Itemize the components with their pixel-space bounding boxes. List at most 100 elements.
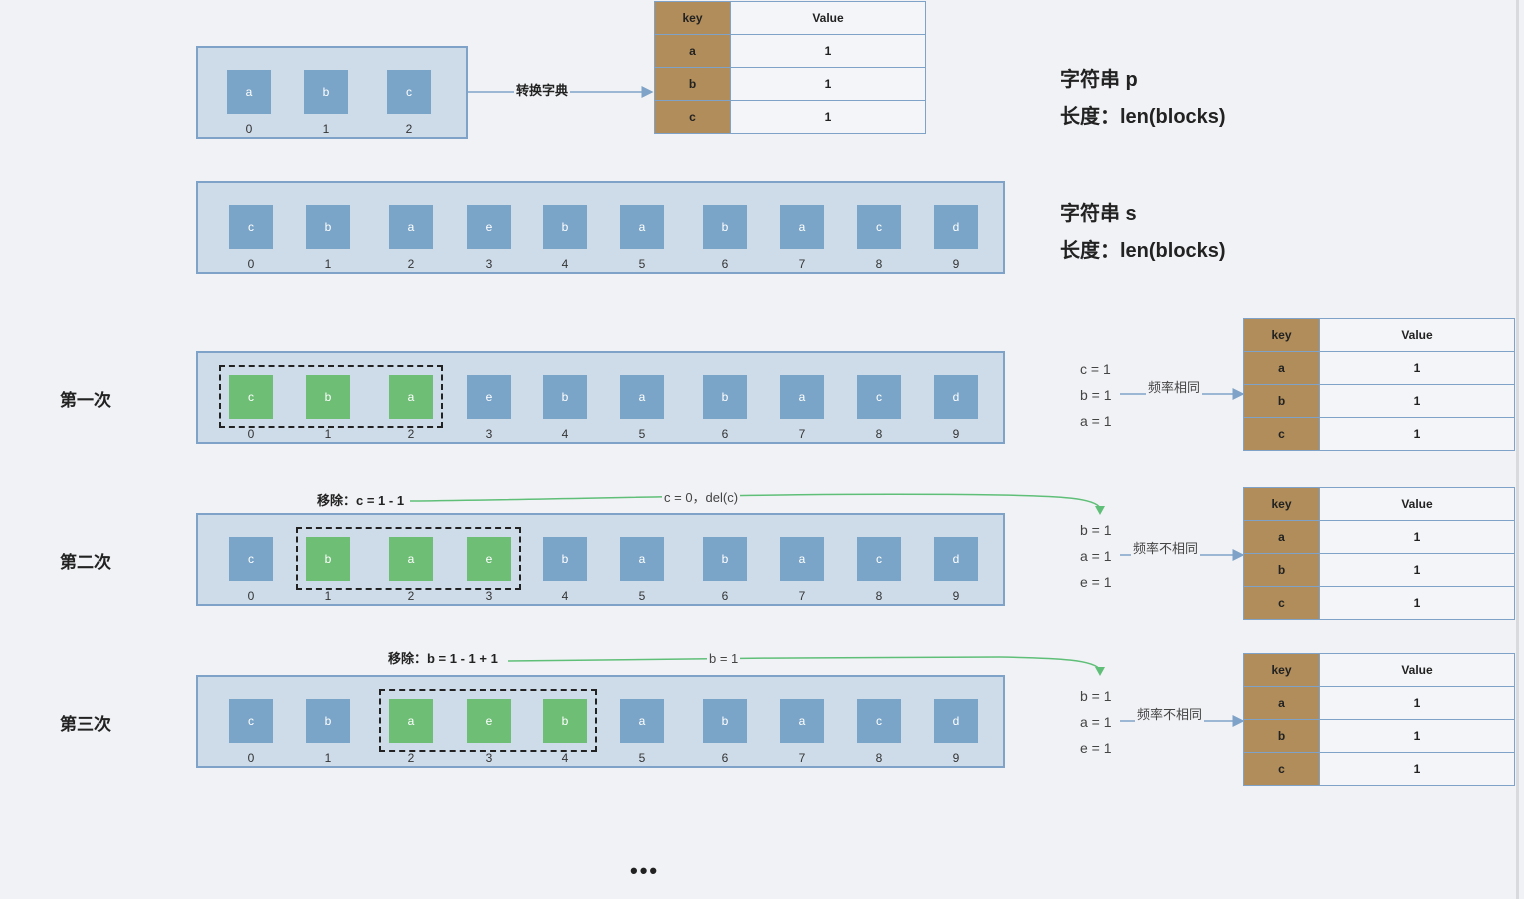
s-index: 5 [638, 589, 646, 603]
s-index: 9 [952, 589, 960, 603]
dict-key: b [1243, 384, 1320, 418]
ellipsis: ••• [630, 858, 660, 883]
dict-value: 1 [1319, 719, 1515, 753]
s-index: 4 [561, 427, 569, 441]
s-index: 8 [875, 427, 883, 441]
string-p-length: 长度：len(blocks) [1060, 106, 1226, 128]
s-index: 4 [561, 751, 569, 765]
dict-value: 1 [1319, 752, 1515, 786]
s-cell: a [389, 205, 433, 249]
window-cell: b [306, 375, 350, 419]
s-index: 9 [952, 427, 960, 441]
s-index: 1 [324, 257, 332, 271]
remove-result-text: b = 1 [707, 651, 741, 666]
dict-value: 1 [1319, 384, 1515, 418]
dict-key: c [654, 100, 731, 134]
dict-value: 1 [730, 100, 926, 134]
dict-key: c [1243, 417, 1320, 451]
remove-result-text: c = 0，del(c) [662, 490, 741, 505]
compare-label-text: 频率不相同 [1131, 541, 1201, 556]
s-index: 2 [407, 589, 415, 603]
dict-value: 1 [1319, 553, 1515, 587]
s-index: 4 [561, 589, 569, 603]
freq-entry: b = 1 [1080, 522, 1112, 538]
remove-arrow-3 [507, 656, 1101, 671]
freq-entry: a = 1 [1080, 413, 1112, 429]
s-index: 3 [485, 427, 493, 441]
dict-key: b [1243, 719, 1320, 753]
s-cell: e [467, 375, 511, 419]
remove-arrow-2 [409, 493, 1101, 509]
s-index: 2 [407, 427, 415, 441]
s-index: 2 [407, 751, 415, 765]
dict-value: 1 [1319, 686, 1515, 720]
s-cell: a [780, 537, 824, 581]
string-s-title: 字符串 s [1060, 203, 1137, 225]
s-index: 5 [638, 427, 646, 441]
s-cell: b [703, 375, 747, 419]
compare-label: 频率不相同 [1131, 541, 1201, 556]
s-index: 8 [875, 589, 883, 603]
s-index: 0 [247, 257, 255, 271]
window-cell: b [543, 699, 587, 743]
remove-result: c = 0，del(c) [662, 490, 741, 505]
dict-key: b [654, 67, 731, 101]
s-index: 6 [721, 589, 729, 603]
s-cell: d [934, 537, 978, 581]
dict-key: a [1243, 686, 1320, 720]
s-cell: b [703, 699, 747, 743]
compare-label: 频率不相同 [1135, 707, 1205, 722]
s-index: 2 [407, 257, 415, 271]
freq-entry: a = 1 [1080, 548, 1112, 564]
s-index: 9 [952, 257, 960, 271]
p-cell: c [387, 70, 431, 114]
s-cell: a [620, 699, 664, 743]
s-cell: b [306, 699, 350, 743]
dict-value: 1 [730, 34, 926, 68]
p-index: 0 [245, 122, 253, 136]
s-cell: c [857, 537, 901, 581]
remove-label: 移除：b = 1 - 1 + 1 [388, 651, 498, 666]
iteration-label: 第三次 [60, 715, 111, 734]
s-cell: d [934, 205, 978, 249]
s-cell: a [620, 375, 664, 419]
freq-entry: a = 1 [1080, 714, 1112, 730]
s-index: 3 [485, 589, 493, 603]
s-index: 6 [721, 257, 729, 271]
dict-value: 1 [1319, 351, 1515, 385]
convert-label-text: 转换字典 [514, 83, 571, 98]
freq-entry: e = 1 [1080, 574, 1112, 590]
remove-result: b = 1 [707, 651, 741, 666]
s-cell: c [857, 699, 901, 743]
iteration-label: 第一次 [60, 391, 111, 410]
value-header: Value [1319, 653, 1515, 687]
value-header: Value [730, 1, 926, 35]
key-header: key [654, 1, 731, 35]
s-index: 0 [247, 589, 255, 603]
s-index: 1 [324, 751, 332, 765]
value-header: Value [1319, 318, 1515, 352]
compare-label-text: 频率不相同 [1135, 707, 1205, 722]
s-cell: e [467, 205, 511, 249]
p-index: 2 [405, 122, 413, 136]
dict-key: a [1243, 520, 1320, 554]
key-header: key [1243, 487, 1320, 521]
s-cell: c [857, 205, 901, 249]
dict-key: b [1243, 553, 1320, 587]
canvas-edge [1516, 0, 1519, 899]
dict-value: 1 [730, 67, 926, 101]
dict-value: 1 [1319, 520, 1515, 554]
s-index: 1 [324, 589, 332, 603]
s-cell: c [229, 205, 273, 249]
freq-entry: b = 1 [1080, 387, 1112, 403]
freq-entry: c = 1 [1080, 361, 1111, 377]
window-cell: c [229, 375, 273, 419]
s-cell: a [780, 699, 824, 743]
compare-label: 频率相同 [1146, 380, 1203, 395]
s-index: 3 [485, 751, 493, 765]
s-cell: d [934, 375, 978, 419]
dict-key: c [1243, 586, 1320, 620]
s-cell: a [780, 205, 824, 249]
s-index: 0 [247, 751, 255, 765]
